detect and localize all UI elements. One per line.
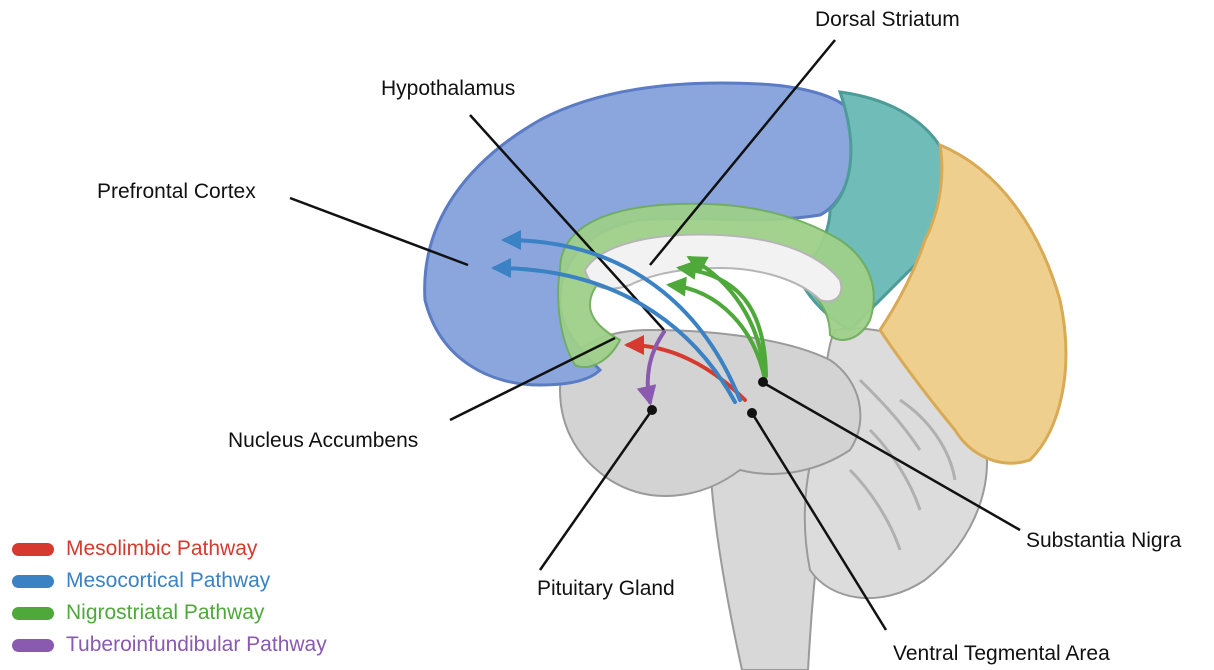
pituitary-dot	[647, 405, 657, 415]
label-nucleus-accumbens: Nucleus Accumbens	[228, 429, 418, 453]
legend-item-nigrostriatal: Nigrostriatal Pathway	[12, 597, 327, 629]
swatch-mesocortical	[12, 575, 54, 588]
legend-label-nigrostriatal: Nigrostriatal Pathway	[66, 601, 264, 625]
legend-item-mesocortical: Mesocortical Pathway	[12, 565, 327, 597]
legend-item-mesolimbic: Mesolimbic Pathway	[12, 533, 327, 565]
label-ventral-tegmental-area: Ventral Tegmental Area	[893, 642, 1110, 666]
legend-label-mesocortical: Mesocortical Pathway	[66, 569, 270, 593]
legend: Mesolimbic Pathway Mesocortical Pathway …	[12, 533, 327, 661]
vta-dot	[747, 408, 757, 418]
legend-label-mesolimbic: Mesolimbic Pathway	[66, 537, 257, 561]
label-prefrontal-cortex: Prefrontal Cortex	[97, 180, 256, 204]
label-pituitary-gland: Pituitary Gland	[537, 577, 675, 601]
substantia-nigra-dot	[758, 377, 768, 387]
legend-item-tuberoinfundibular: Tuberoinfundibular Pathway	[12, 629, 327, 661]
swatch-nigrostriatal	[12, 607, 54, 620]
legend-label-tuberoinfundibular: Tuberoinfundibular Pathway	[66, 633, 327, 657]
swatch-mesolimbic	[12, 543, 54, 556]
label-dorsal-striatum: Dorsal Striatum	[815, 8, 960, 32]
label-substantia-nigra: Substantia Nigra	[1026, 529, 1181, 553]
label-hypothalamus: Hypothalamus	[381, 77, 515, 101]
swatch-tuberoinfundibular	[12, 639, 54, 652]
